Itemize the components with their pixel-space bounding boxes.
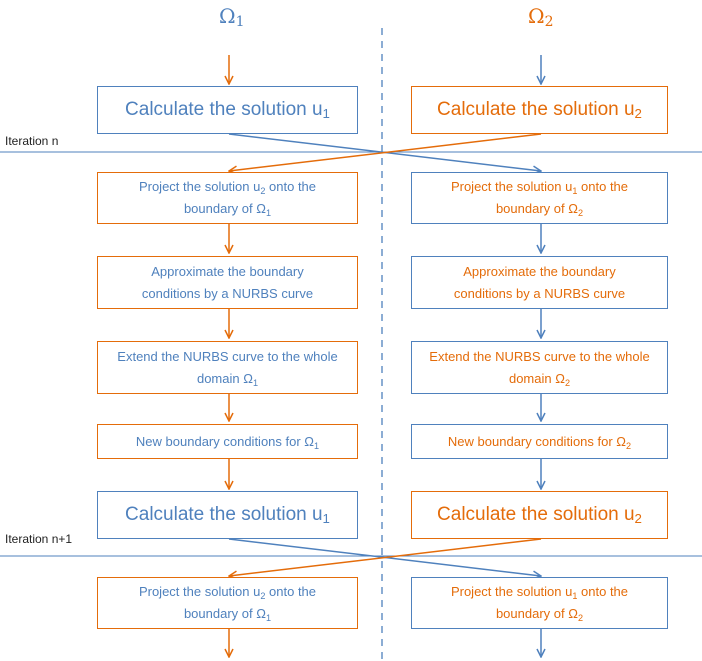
calc-solution-left-n: Calculate the solution u1: [97, 86, 358, 134]
cross-arrow-orange-n: [229, 133, 542, 171]
cross-arrow-orange-n1: [229, 538, 542, 576]
new-bc-box-right: New boundary conditions for Ω2: [411, 424, 668, 459]
calc-solution-right-n1: Calculate the solution u2: [411, 491, 668, 539]
domain-header-right: Ω2: [528, 4, 554, 30]
new-bc-box-left: New boundary conditions for Ω1: [97, 424, 358, 459]
iteration-n-label: Iteration n: [5, 134, 59, 148]
calc-solution-right-n: Calculate the solution u2: [411, 86, 668, 134]
domain-header-left: Ω1: [219, 4, 245, 30]
calc-solution-left-n1: Calculate the solution u1: [97, 491, 358, 539]
iteration-n1-label: Iteration n+1: [5, 532, 73, 546]
